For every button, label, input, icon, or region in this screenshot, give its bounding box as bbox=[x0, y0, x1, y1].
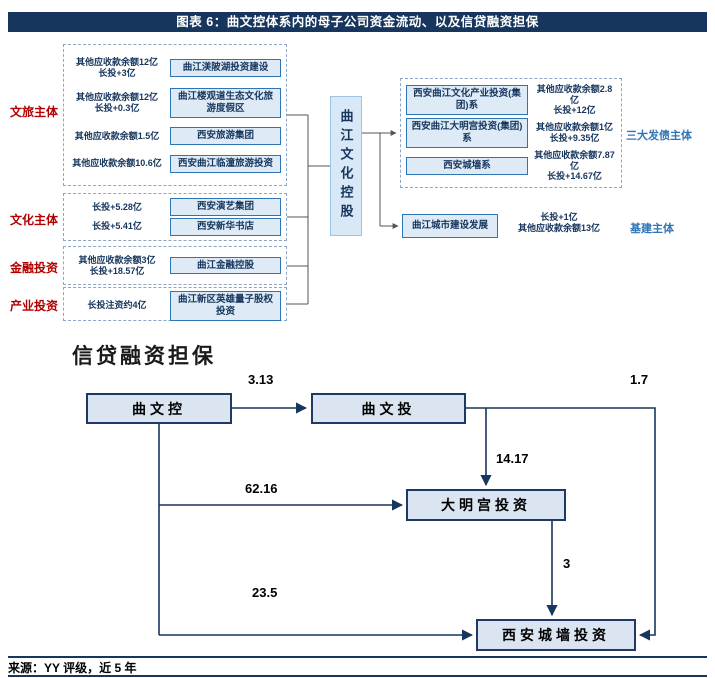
group-bond-issuers: 西安曲江文化产业投资(集团)系 其他应收款余额2.8亿 长投+12亿 西安曲江大… bbox=[400, 78, 622, 188]
org-row-company: 曲江渼陂湖投资建设 bbox=[170, 59, 281, 78]
org-row-note: 其他应收款余额3亿 长投+18.57亿 bbox=[78, 254, 156, 276]
flow-node-quwentou: 曲文投 bbox=[311, 393, 466, 424]
org-row-company: 西安曲江大明宫投资(集团)系 bbox=[406, 118, 528, 148]
org-row: 西安曲江文化产业投资(集团)系 其他应收款余额2.8亿 长投+12亿 bbox=[406, 84, 616, 116]
edge-label-quwenkong-chengqiang: 23.5 bbox=[252, 585, 278, 600]
group-industry: 长投注资约4亿 曲江新区英雄量子股权投资 bbox=[63, 287, 287, 321]
group-label-industry: 产业投资 bbox=[10, 299, 59, 313]
footer-rule-bottom bbox=[8, 675, 707, 677]
group-finance: 其他应收款余额3亿 长投+18.57亿 曲江金融控股 bbox=[63, 246, 287, 285]
center-node-qujiang-culture-holdings: 曲江文化控股 bbox=[330, 96, 362, 236]
org-row-note: 其他应收款余额2.8亿 长投+12亿 bbox=[536, 83, 613, 116]
org-row: 其他应收款余额12亿 长投+3亿 曲江渼陂湖投资建设 bbox=[69, 57, 281, 79]
org-row-note: 其他应收款余额1.5亿 bbox=[74, 131, 160, 141]
org-row-note: 其他应收款余额7.87亿 长投+14.67亿 bbox=[534, 149, 615, 182]
org-row: 长投+5.28亿 西安演艺集团 bbox=[69, 198, 281, 217]
org-row-company: 西安演艺集团 bbox=[170, 198, 281, 217]
footer-rule-top bbox=[8, 656, 707, 658]
group-label-culture: 文化主体 bbox=[10, 213, 59, 227]
org-company-city-construction: 曲江城市建设发展 bbox=[402, 214, 498, 238]
org-row: 其他应收款余额3亿 长投+18.57亿 曲江金融控股 bbox=[69, 255, 281, 277]
org-row: 其他应收款余额12亿 长投+0.3亿 曲江楼观道生态文化旅游度假区 bbox=[69, 88, 281, 119]
flow-node-chengqiang: 西安城墙投资 bbox=[476, 619, 636, 651]
org-row-company: 西安旅游集团 bbox=[170, 127, 281, 146]
org-row: 长投+5.41亿 西安新华书店 bbox=[69, 217, 281, 236]
group-label-finance: 金融投资 bbox=[10, 261, 59, 275]
org-row-company: 曲江金融控股 bbox=[170, 256, 281, 275]
flow-chart-title: 信贷融资担保 bbox=[72, 343, 216, 368]
group-culture: 长投+5.28亿 西安演艺集团 长投+5.41亿 西安新华书店 bbox=[63, 193, 287, 241]
org-row-note: 长投+5.28亿 bbox=[92, 201, 142, 212]
org-row-note: 其他应收款余额12亿 长投+3亿 bbox=[75, 57, 158, 79]
edge-label-quwenkong-damingong: 62.16 bbox=[245, 481, 278, 496]
flow-node-quwenkong: 曲文控 bbox=[86, 393, 232, 424]
org-row: 其他应收款余额10.6亿 西安曲江临潼旅游投资 bbox=[69, 154, 281, 173]
org-row: 长投注资约4亿 曲江新区英雄量子股权投资 bbox=[69, 291, 281, 321]
org-row: 西安曲江大明宫投资(集团)系 其他应收款余额1亿 长投+9.35亿 bbox=[406, 118, 616, 148]
edge-label-quwentou-damingong: 14.17 bbox=[496, 451, 529, 466]
org-note-city-construction: 长投+1亿 其他应收款余额13亿 bbox=[517, 212, 600, 233]
org-row-company: 西安曲江文化产业投资(集团)系 bbox=[406, 85, 528, 115]
org-row-note: 长投注资约4亿 bbox=[87, 300, 147, 311]
edge-label-quwentou-chengqiang: 1.7 bbox=[630, 372, 649, 387]
org-row-company: 曲江新区英雄量子股权投资 bbox=[170, 291, 281, 321]
flow-node-damingong: 大明宫投资 bbox=[406, 489, 566, 521]
edge-label-damingong-chengqiang: 3 bbox=[563, 556, 571, 571]
org-row: 其他应收款余额1.5亿 西安旅游集团 bbox=[69, 127, 281, 146]
group-label-infrastructure: 基建主体 bbox=[630, 223, 674, 235]
org-row-company: 曲江楼观道生态文化旅游度假区 bbox=[170, 88, 281, 119]
org-row-note: 其他应收款余额12亿 长投+0.3亿 bbox=[75, 92, 158, 114]
edge-label-quwenkong-quwentou: 3.13 bbox=[248, 372, 274, 387]
group-label-bond-issuers: 三大发债主体 bbox=[626, 130, 692, 142]
figure-title: 图表 6：曲文控体系内的母子公司资金流动、以及信贷融资担保 bbox=[8, 12, 707, 32]
source-note: 来源：YY 评级，近 5 年 bbox=[8, 661, 137, 675]
group-label-culture-tourism: 文旅主体 bbox=[10, 105, 59, 119]
org-row-note: 长投+5.41亿 bbox=[92, 221, 142, 232]
group-culture-tourism: 其他应收款余额12亿 长投+3亿 曲江渼陂湖投资建设 其他应收款余额12亿 长投… bbox=[63, 44, 287, 186]
org-row-note: 其他应收款余额10.6亿 bbox=[72, 158, 162, 169]
org-row-company: 西安城墙系 bbox=[406, 156, 528, 175]
org-row-note: 其他应收款余额1亿 长投+9.35亿 bbox=[535, 122, 613, 143]
org-row-company: 西安曲江临潼旅游投资 bbox=[170, 154, 281, 173]
org-row-company: 西安新华书店 bbox=[170, 217, 281, 236]
org-row: 西安城墙系 其他应收款余额7.87亿 长投+14.67亿 bbox=[406, 150, 616, 182]
